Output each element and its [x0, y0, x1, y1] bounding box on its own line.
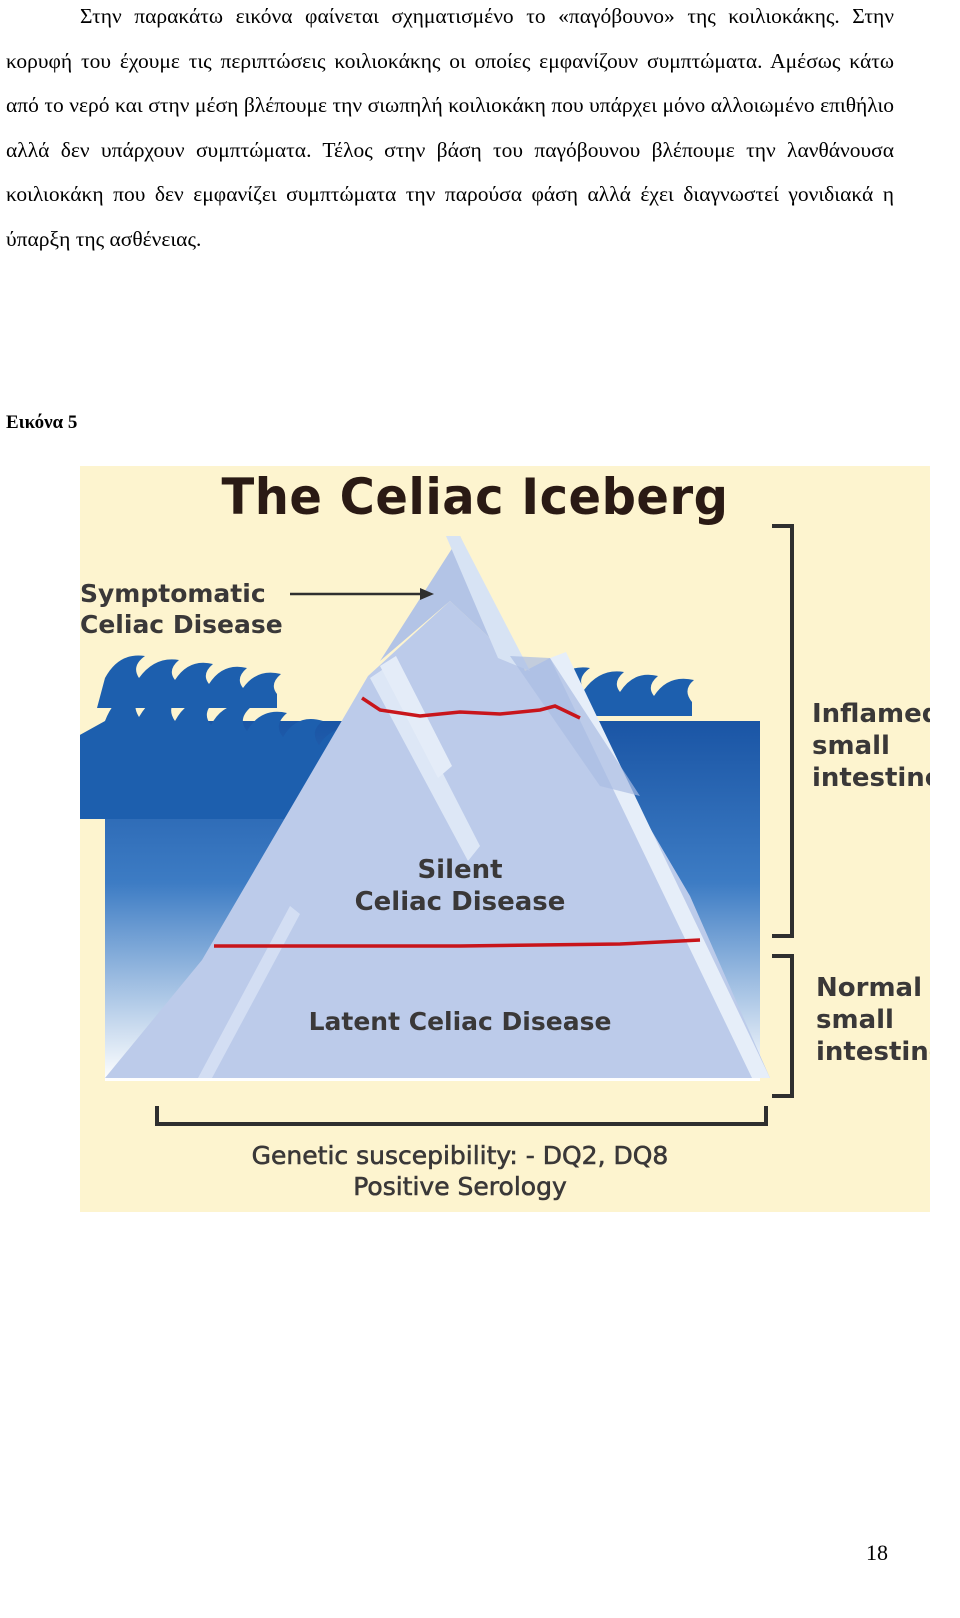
page-number: 18 — [866, 1540, 888, 1565]
iceberg-illustration — [80, 524, 794, 1126]
iceberg-tip — [446, 536, 530, 671]
iceberg-highlight-ridge — [370, 666, 480, 861]
label-normal-intestine: Normal small intestine — [816, 973, 930, 1068]
figure-caption: Εικόνα 5 — [6, 412, 78, 433]
normal-bracket — [772, 954, 794, 1098]
label-latent: Latent Celiac Disease — [308, 1007, 612, 1036]
iceberg-left-edge — [198, 906, 300, 1078]
label-genetic-susceptibility: Genetic suscepibility: - DQ2, DQ8 Positi… — [251, 1141, 669, 1202]
body-paragraph: Στην παρακάτω εικόνα φαίνεται σχηματισμέ… — [6, 0, 894, 261]
iceberg-right-shadow — [510, 656, 640, 796]
inflamed-bracket — [772, 524, 794, 938]
celiac-iceberg-figure: The Celiac Iceberg Symptomatic Celiac Di… — [80, 466, 930, 1212]
label-inflamed-intestine: Inflamed small intestine — [812, 699, 930, 794]
genetic-bracket — [155, 1106, 768, 1126]
inflamed-boundary-line — [361, 696, 581, 720]
silent-latent-boundary-line — [214, 938, 701, 948]
symptomatic-arrowhead — [420, 588, 434, 600]
label-silent: Silent Celiac Disease — [354, 855, 566, 918]
figure-title: The Celiac Iceberg — [221, 468, 729, 526]
iceberg-top-peak — [380, 536, 525, 671]
label-symptomatic: Symptomatic Celiac Disease — [80, 579, 283, 639]
paragraph-text: Στην παρακάτω εικόνα φαίνεται σχηματισμέ… — [6, 4, 894, 251]
